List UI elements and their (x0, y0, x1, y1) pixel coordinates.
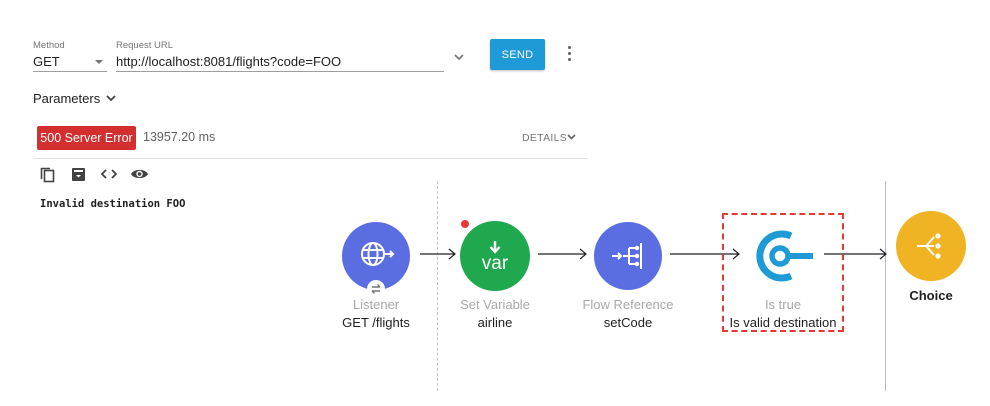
arrow-down-icon (489, 241, 501, 254)
flow-arrows (420, 248, 887, 260)
flow-reference-type: Flow Reference (582, 297, 674, 312)
details-button[interactable]: DETAILS (522, 132, 568, 144)
listener-name: GET /flights (342, 315, 410, 330)
is-true-node[interactable] (747, 222, 819, 290)
flow-reference-icon (612, 243, 642, 269)
set-variable-name: airline (477, 315, 513, 330)
parameters-toggle[interactable]: Parameters (33, 91, 101, 106)
breakpoint-indicator[interactable] (459, 218, 471, 230)
is-true-type: Is true (764, 297, 802, 312)
choice-name: Choice (909, 288, 953, 303)
choice-node[interactable] (896, 211, 966, 281)
copy-icon[interactable] (40, 167, 55, 183)
set-variable-type: Set Variable (460, 297, 530, 312)
response-divider (33, 158, 588, 159)
code-view-icon[interactable] (100, 168, 118, 180)
flow-reference-name: setCode (603, 315, 653, 330)
var-icon-text: var (481, 253, 509, 274)
url-input[interactable]: http://localhost:8081/flights?code=FOO (116, 54, 342, 69)
method-label: Method (33, 40, 65, 51)
method-underline (33, 71, 107, 72)
preview-eye-icon[interactable] (130, 167, 149, 181)
response-body: Invalid destination FOO (40, 198, 186, 210)
set-variable-node[interactable]: var (460, 221, 530, 291)
details-chevron-down-icon[interactable] (566, 132, 577, 142)
validation-icon (756, 230, 813, 282)
response-time: 13957.20 ms (143, 130, 216, 144)
globe-icon (361, 242, 395, 266)
download-icon[interactable] (71, 167, 86, 182)
listener-node[interactable] (342, 222, 410, 290)
choice-branch-icon (917, 233, 941, 259)
url-underline (116, 71, 444, 72)
exchange-arrows-icon (367, 280, 385, 298)
choice-scope-divider (885, 181, 886, 391)
method-select[interactable]: GET (33, 54, 60, 69)
more-options-icon[interactable] (566, 46, 572, 61)
status-badge: 500 Server Error (37, 126, 136, 150)
url-history-chevron-icon[interactable] (453, 52, 465, 62)
send-button[interactable]: SEND (490, 39, 545, 70)
parameters-chevron-down-icon[interactable] (105, 93, 117, 103)
selected-node-highlight (722, 213, 844, 332)
is-true-name: Is valid destination (729, 315, 837, 330)
method-dropdown-icon[interactable] (95, 60, 103, 64)
flow-scope-divider (437, 181, 438, 391)
url-label: Request URL (116, 40, 174, 51)
listener-type: Listener (352, 297, 400, 312)
flow-reference-node[interactable] (594, 222, 662, 290)
